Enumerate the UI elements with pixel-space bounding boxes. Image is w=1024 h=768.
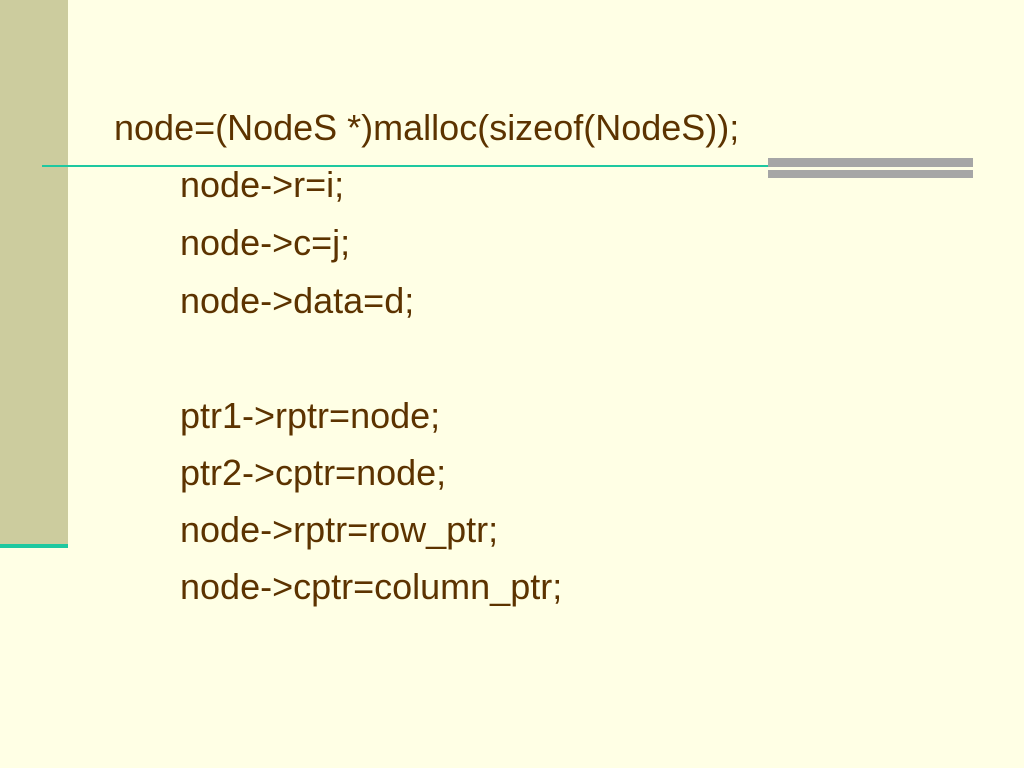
code-line-malloc: node=(NodeS *)malloc(sizeof(NodeS));: [114, 107, 740, 148]
code-line-cptr: node->cptr=column_ptr;: [180, 566, 563, 607]
code-line-col: node->c=j;: [180, 222, 351, 263]
gray-bar-gap: [768, 167, 973, 170]
code-line-rptr: node->rptr=row_ptr;: [180, 509, 499, 550]
code-line-data: node->data=d;: [180, 280, 415, 321]
code-line-row: node->r=i;: [180, 164, 345, 205]
code-line-ptr1: ptr1->rptr=node;: [180, 395, 441, 436]
left-decorative-band: [0, 0, 68, 546]
left-accent-line: [0, 544, 68, 548]
title-rule: [42, 165, 973, 167]
code-line-ptr2: ptr2->cptr=node;: [180, 452, 447, 493]
